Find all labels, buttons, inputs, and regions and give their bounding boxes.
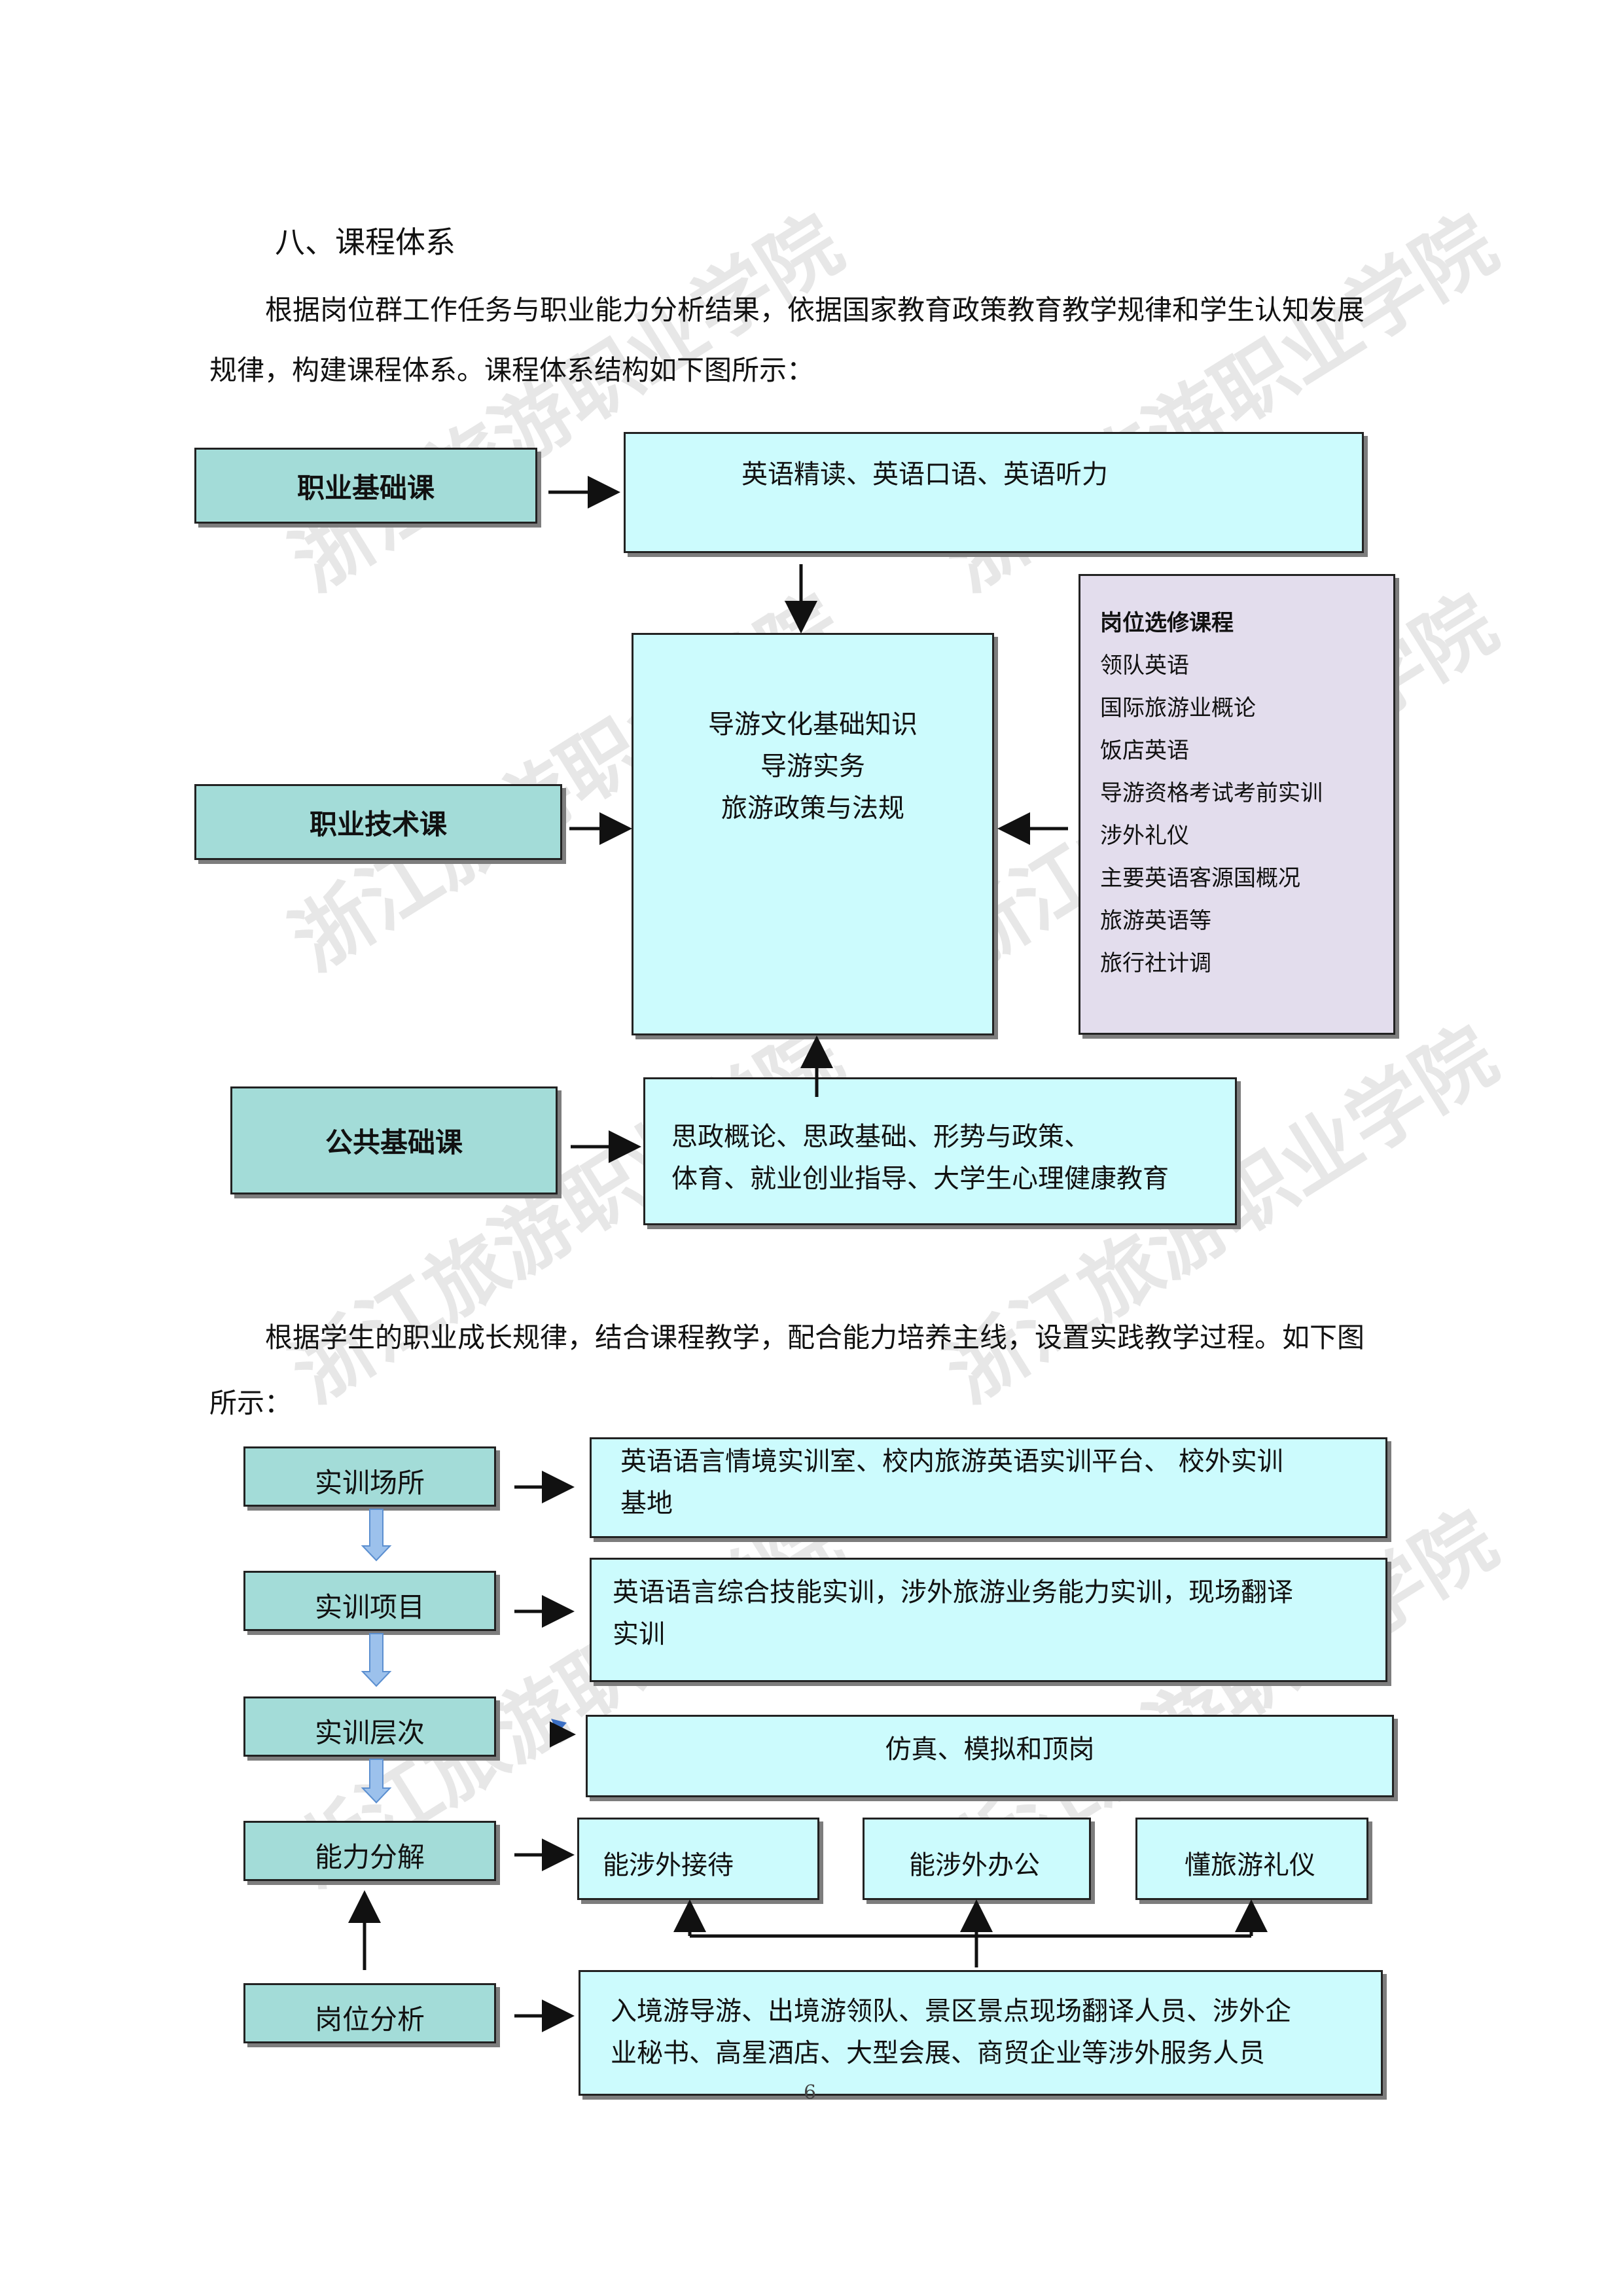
practice-paragraph-line: 所示： — [209, 1387, 293, 1419]
core-course-item: 导游实务 — [760, 751, 865, 781]
basic-courses-box: 英语精读、英语口语、英语听力 — [624, 432, 1364, 553]
ability-text: 能涉外接待 — [603, 1850, 734, 1880]
basic-courses-text: 英语精读、英语口语、英语听力 — [741, 459, 1108, 490]
training-project-box: 英语语言综合技能实训，涉外旅游业务能力实训，现场翻译 实训 — [590, 1558, 1387, 1682]
training-venue-line: 基地 — [620, 1488, 673, 1518]
training-venue-box: 英语语言情境实训室、校内旅游英语实训平台、 校外实训 基地 — [590, 1437, 1387, 1538]
ability-text: 懂旅游礼仪 — [1185, 1850, 1315, 1880]
training-project-label: 实训项目 — [243, 1571, 496, 1631]
training-level-box: 仿真、模拟和顶岗 — [586, 1715, 1394, 1797]
training-project-line: 实训 — [613, 1619, 665, 1649]
training-venue-line: 英语语言情境实训室、校内旅游英语实训平台、 校外实训 — [620, 1446, 1283, 1477]
practice-paragraph-line: 根据学生的职业成长规律，结合课程教学，配合能力培养主线，设置实践教学过程。如下图 — [265, 1321, 1365, 1354]
ability-breakdown-label: 能力分解 — [243, 1821, 496, 1881]
elective-item: 饭店英语 — [1100, 738, 1189, 764]
elective-item: 旅行社计调 — [1100, 950, 1211, 977]
section-title: 八、课程体系 — [275, 224, 455, 260]
page-number: 6 — [804, 2081, 817, 2104]
elective-item: 国际旅游业概论 — [1100, 695, 1256, 721]
blue-down-arrow — [361, 1509, 392, 1562]
position-analysis-line: 业秘书、高星酒店、大型会展、商贸企业等涉外服务人员 — [611, 2038, 1265, 2068]
ability-box: 懂旅游礼仪 — [1135, 1818, 1368, 1900]
intro-paragraph-line: 根据岗位群工作任务与职业能力分析结果，依据国家教育政策教育教学规律和学生认知发展 — [265, 294, 1365, 326]
elective-item: 主要英语客源国概况 — [1100, 865, 1300, 891]
elective-item: 领队英语 — [1100, 653, 1189, 679]
training-level-text: 仿真、模拟和顶岗 — [885, 1734, 1095, 1765]
training-venue-label: 实训场所 — [243, 1446, 496, 1507]
public-courses-line: 思政概论、思政基础、形势与政策、 — [671, 1122, 1090, 1152]
training-level-label: 实训层次 — [243, 1696, 496, 1757]
blue-down-arrow — [361, 1633, 392, 1687]
core-course-item: 旅游政策与法规 — [721, 793, 904, 823]
core-course-item: 导游文化基础知识 — [708, 709, 918, 740]
elective-item: 旅游英语等 — [1100, 908, 1211, 934]
ability-box: 能涉外接待 — [577, 1818, 819, 1900]
position-analysis-label: 岗位分析 — [243, 1983, 496, 2043]
vocational-basic-label: 职业基础课 — [194, 448, 537, 524]
position-analysis-box: 入境游导游、出境游领队、景区景点现场翻译人员、涉外企 业秘书、高星酒店、大型会展… — [579, 1970, 1383, 2096]
public-basic-label: 公共基础课 — [230, 1086, 558, 1194]
elective-item: 涉外礼仪 — [1100, 823, 1189, 849]
elective-title: 岗位选修课程 — [1100, 610, 1234, 636]
public-courses-line: 体育、就业创业指导、大学生心理健康教育 — [671, 1164, 1169, 1194]
intro-paragraph-line: 规律，构建课程体系。课程体系结构如下图所示： — [209, 354, 815, 386]
ability-text: 能涉外办公 — [909, 1850, 1040, 1880]
core-courses-box: 导游文化基础知识 导游实务 旅游政策与法规 — [632, 633, 994, 1035]
vocational-tech-label: 职业技术课 — [194, 784, 562, 860]
position-analysis-line: 入境游导游、出境游领队、景区景点现场翻译人员、涉外企 — [611, 1996, 1291, 2026]
public-courses-box: 思政概论、思政基础、形势与政策、 体育、就业创业指导、大学生心理健康教育 — [643, 1077, 1237, 1225]
elective-item: 导游资格考试考前实训 — [1100, 780, 1323, 806]
elective-courses-box: 岗位选修课程 领队英语 国际旅游业概论 饭店英语 导游资格考试考前实训 涉外礼仪… — [1079, 574, 1395, 1035]
ability-box: 能涉外办公 — [863, 1818, 1091, 1900]
training-project-line: 英语语言综合技能实训，涉外旅游业务能力实训，现场翻译 — [613, 1577, 1293, 1607]
